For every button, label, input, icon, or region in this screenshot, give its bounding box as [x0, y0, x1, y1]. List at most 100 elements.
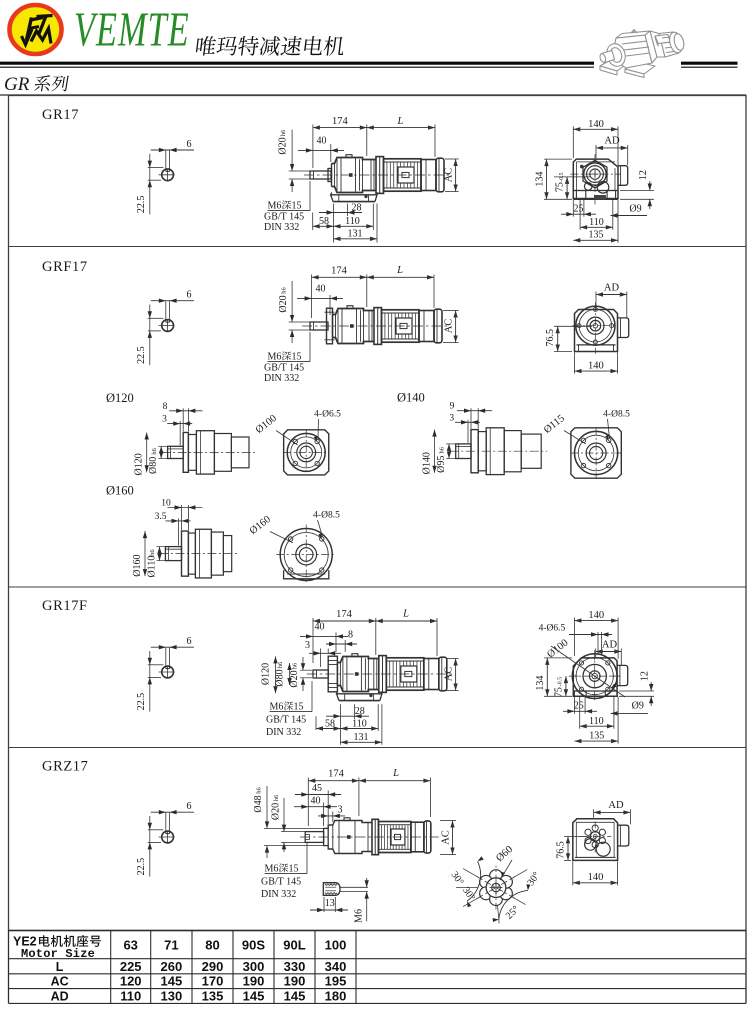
svg-text:15: 15: [289, 864, 299, 875]
svg-text:174: 174: [331, 266, 348, 277]
svg-text:Ø120: Ø120: [106, 391, 134, 405]
svg-text:h6: h6: [273, 794, 280, 801]
svg-text:Ø120: Ø120: [261, 663, 272, 685]
svg-text:AC: AC: [444, 667, 455, 682]
svg-text:Ø20: Ø20: [278, 137, 289, 154]
svg-text:L: L: [392, 768, 399, 779]
svg-text:YE2: YE2: [13, 935, 37, 949]
svg-text:Ø60: Ø60: [494, 844, 515, 864]
svg-text:AD: AD: [604, 136, 620, 147]
svg-text:130: 130: [160, 988, 182, 1003]
svg-text:58: 58: [319, 216, 329, 227]
svg-text:-0.5: -0.5: [559, 172, 565, 181]
svg-text:22.5: 22.5: [136, 196, 147, 214]
svg-text:Ø80: Ø80: [148, 457, 159, 474]
svg-text:h6: h6: [439, 446, 446, 453]
svg-text:Ø100: Ø100: [254, 413, 279, 436]
svg-text:Ø110: Ø110: [147, 556, 158, 578]
svg-text:76.5: 76.5: [545, 329, 556, 347]
svg-text:3: 3: [305, 640, 310, 651]
svg-text:110: 110: [589, 217, 604, 228]
svg-text:140: 140: [588, 872, 604, 883]
svg-text:135: 135: [589, 230, 604, 241]
svg-text:9: 9: [450, 402, 455, 412]
svg-text:140: 140: [588, 610, 604, 621]
svg-text:L: L: [56, 960, 64, 974]
svg-text:58: 58: [325, 718, 335, 729]
svg-text:174: 174: [328, 769, 345, 780]
svg-text:190: 190: [243, 974, 265, 989]
svg-text:AD: AD: [604, 282, 620, 293]
svg-text:145: 145: [284, 988, 306, 1003]
svg-text:M6: M6: [268, 201, 282, 212]
svg-text:120: 120: [120, 974, 142, 989]
svg-text:110: 110: [589, 716, 604, 727]
svg-text:10: 10: [161, 499, 171, 509]
svg-text:AD: AD: [51, 989, 69, 1003]
svg-text:290: 290: [202, 959, 224, 974]
svg-text:4-Ø6.5: 4-Ø6.5: [314, 410, 341, 420]
svg-text:134: 134: [535, 676, 546, 691]
svg-text:3: 3: [449, 413, 454, 423]
svg-text:25: 25: [574, 204, 584, 215]
svg-text:340: 340: [325, 959, 347, 974]
svg-text:76.5: 76.5: [555, 841, 566, 859]
svg-text:M6: M6: [268, 352, 282, 363]
svg-text:Ø48: Ø48: [253, 795, 264, 812]
svg-text:Motor Size: Motor Size: [21, 947, 95, 961]
svg-text:6: 6: [187, 290, 192, 301]
svg-text:140: 140: [588, 361, 604, 372]
svg-text:-0.5: -0.5: [558, 677, 564, 686]
svg-text:h6: h6: [151, 447, 158, 454]
svg-text:h6: h6: [277, 661, 284, 668]
svg-text:110: 110: [120, 988, 141, 1003]
svg-text:330: 330: [284, 959, 306, 974]
svg-text:h6: h6: [281, 287, 288, 294]
svg-text:GB/T 145: GB/T 145: [264, 211, 304, 222]
svg-text:Ø9: Ø9: [632, 701, 644, 712]
svg-text:L: L: [396, 116, 403, 127]
svg-text:VEMTE: VEMTE: [74, 3, 190, 57]
svg-text:Ø20: Ø20: [271, 803, 282, 820]
svg-text:Ø80: Ø80: [275, 669, 286, 686]
svg-text:12: 12: [640, 671, 651, 681]
svg-text:90L: 90L: [283, 938, 305, 953]
svg-text:Ø140: Ø140: [397, 391, 425, 405]
svg-text:GRZ17: GRZ17: [42, 759, 89, 775]
svg-text:AC: AC: [444, 168, 455, 183]
svg-text:6: 6: [187, 139, 192, 150]
svg-text:15: 15: [292, 201, 302, 212]
svg-text:3.5: 3.5: [155, 512, 167, 522]
svg-text:h6: h6: [149, 549, 156, 556]
svg-text:100: 100: [325, 938, 347, 953]
svg-text:GB/T 145: GB/T 145: [264, 362, 304, 373]
svg-text:Ø115: Ø115: [542, 413, 567, 436]
svg-text:195: 195: [325, 974, 347, 989]
svg-text:M6: M6: [265, 864, 279, 875]
svg-text:170: 170: [202, 974, 224, 989]
svg-text:AC: AC: [444, 319, 455, 334]
svg-text:AD: AD: [602, 639, 618, 650]
svg-text:GB/T 145: GB/T 145: [266, 714, 306, 725]
svg-text:80: 80: [205, 938, 219, 953]
svg-text:3: 3: [162, 415, 167, 425]
svg-text:63: 63: [123, 938, 137, 953]
svg-text:131: 131: [348, 229, 363, 240]
svg-text:40: 40: [316, 284, 326, 295]
svg-text:h6: h6: [256, 787, 263, 794]
svg-text:DIN 332: DIN 332: [264, 222, 299, 233]
svg-text:AD: AD: [608, 800, 624, 811]
svg-text:135: 135: [589, 730, 604, 741]
svg-text:3: 3: [338, 805, 343, 816]
svg-text:110: 110: [345, 216, 360, 227]
svg-text:22.5: 22.5: [136, 346, 147, 364]
svg-text:40: 40: [317, 136, 327, 147]
svg-text:145: 145: [160, 974, 182, 989]
svg-text:DIN 332: DIN 332: [264, 373, 299, 384]
svg-text:15: 15: [294, 702, 304, 713]
svg-text:M6: M6: [354, 909, 365, 923]
svg-text:6: 6: [187, 801, 192, 812]
svg-text:71: 71: [164, 938, 178, 953]
svg-text:30°: 30°: [449, 870, 466, 888]
svg-text:GB/T 145: GB/T 145: [261, 876, 301, 887]
